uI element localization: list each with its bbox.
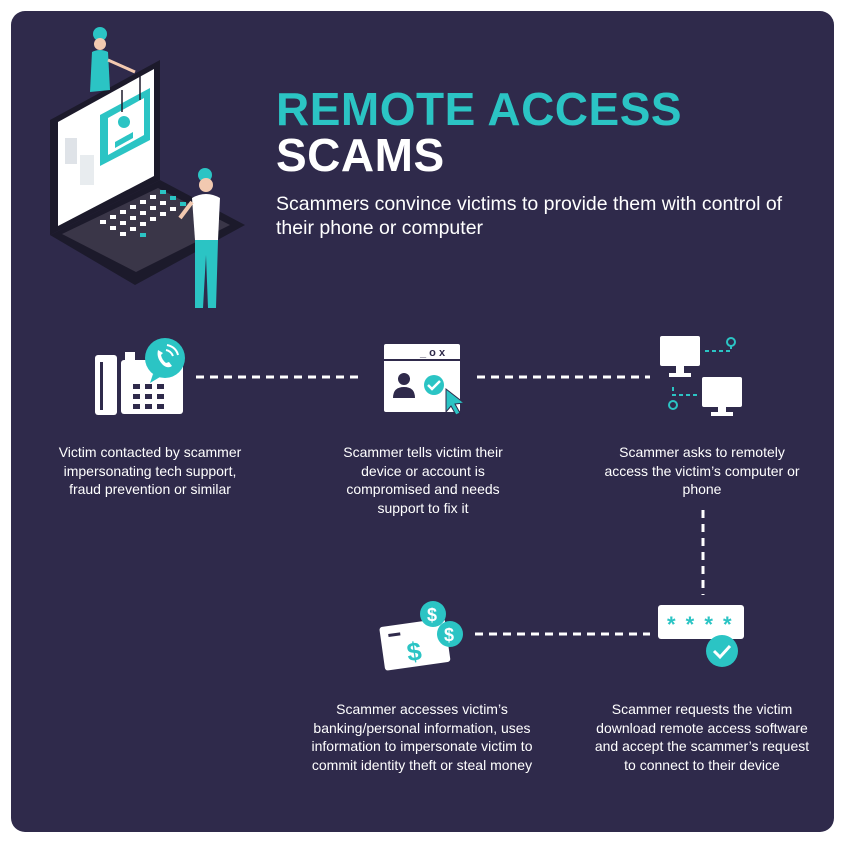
step-2-caption: Scammer tells victim their device or acc… bbox=[343, 444, 503, 516]
step-5-caption: Scammer accesses victim’s banking/person… bbox=[311, 701, 533, 773]
money-icon: $ $ $ bbox=[379, 601, 463, 671]
laptop-illustration bbox=[50, 27, 245, 308]
subtitle: Scammers convince victims to provide the… bbox=[276, 193, 783, 239]
connected-computers-icon bbox=[660, 336, 742, 416]
step-4-caption: Scammer requests the victim download rem… bbox=[594, 701, 810, 773]
bill-dollar: $ bbox=[405, 636, 424, 668]
window-controls: _ o x bbox=[419, 347, 446, 359]
password-check-icon: * * * * bbox=[658, 605, 744, 667]
title-line-2: SCAMS bbox=[276, 129, 445, 181]
password-mask: * * * * bbox=[667, 612, 734, 637]
step-1-caption: Victim contacted by scammer impersonatin… bbox=[58, 444, 242, 497]
coin-dollar-2: $ bbox=[444, 625, 454, 645]
phone-icon bbox=[95, 338, 185, 415]
step-3-caption: Scammer asks to remotely access the vict… bbox=[604, 444, 800, 497]
coin-dollar-1: $ bbox=[427, 605, 437, 625]
browser-window-icon: _ o x bbox=[384, 344, 466, 416]
title-line-1: REMOTE ACCESS bbox=[276, 83, 683, 135]
